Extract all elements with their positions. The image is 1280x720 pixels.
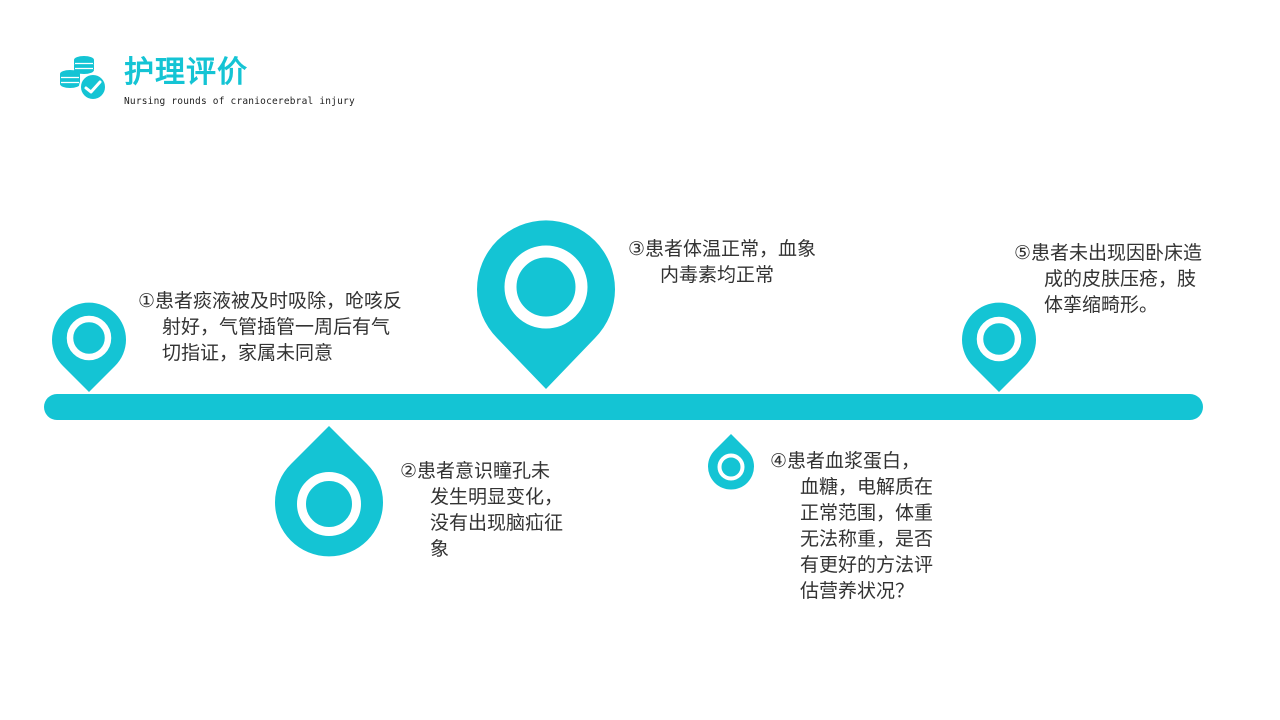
note-line: 内毒素均正常	[660, 264, 775, 286]
note-line: 成的皮肤压疮，肢	[1044, 268, 1197, 290]
timeline-bar	[44, 394, 1203, 420]
drop-marker-icon	[275, 426, 383, 557]
drop-marker-icon	[708, 434, 754, 490]
location-pin-icon	[477, 220, 615, 389]
note-line: ④患者血浆蛋白，	[770, 450, 921, 472]
note-line: 有更好的方法评	[800, 554, 934, 576]
note-line: ①患者痰液被及时吸除，呛咳反	[138, 290, 403, 312]
note-line: 切指证，家属未同意	[162, 342, 334, 364]
note-line: 无法称重，是否	[800, 528, 934, 550]
page-title: 护理评价	[124, 55, 248, 90]
note-line: 象	[430, 538, 450, 560]
timeline-note-4: ④患者血浆蛋白， 血糖，电解质在 正常范围，体重 无法称重，是否 有更好的方法评…	[770, 448, 933, 604]
location-pin-icon	[962, 302, 1036, 392]
note-line: 估营养状况？	[800, 580, 915, 602]
location-pin-icon	[52, 302, 127, 392]
timeline-note-1: ①患者痰液被及时吸除，呛咳反 射好，气管插管一周后有气 切指证，家属未同意	[138, 288, 402, 366]
note-line: 发生明显变化，	[430, 486, 564, 508]
note-line: ⑤患者未出现因卧床造	[1014, 242, 1203, 264]
note-line: ③患者体温正常，血象	[628, 238, 817, 260]
coins-check-icon	[60, 56, 107, 101]
note-line: 正常范围，体重	[800, 502, 934, 524]
note-line: 体挛缩畸形。	[1044, 294, 1159, 316]
timeline-note-2: ②患者意识瞳孔未 发生明显变化， 没有出现脑疝征 象	[400, 458, 563, 562]
note-line: 没有出现脑疝征	[430, 512, 564, 534]
note-line: 射好，气管插管一周后有气	[162, 316, 391, 338]
timeline-note-5: ⑤患者未出现因卧床造 成的皮肤压疮，肢 体挛缩畸形。	[1014, 240, 1202, 318]
note-line: ②患者意识瞳孔未	[400, 460, 551, 482]
note-line: 血糖，电解质在	[800, 476, 934, 498]
page-subtitle: Nursing rounds of craniocerebral injury	[124, 96, 355, 107]
timeline-note-3: ③患者体温正常，血象 内毒素均正常	[628, 236, 816, 288]
